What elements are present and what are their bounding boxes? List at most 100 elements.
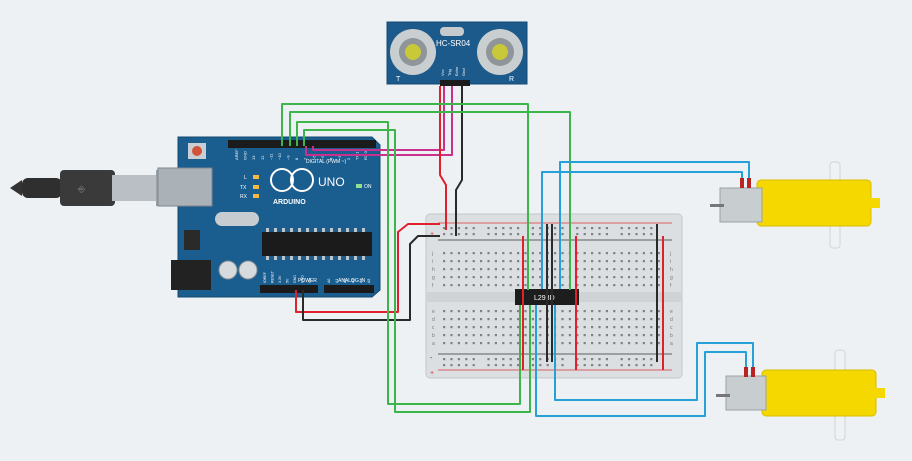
breadboard-hole <box>568 310 571 313</box>
breadboard-hole <box>561 326 564 329</box>
power-header-label: POWER <box>298 278 317 284</box>
reset-button[interactable] <box>192 146 202 156</box>
breadboard-hole <box>480 260 483 263</box>
breadboard-hole <box>487 342 490 345</box>
breadboard-hole <box>635 342 638 345</box>
breadboard-hole <box>635 227 638 230</box>
breadboard-hole <box>517 227 520 230</box>
breadboard-hole <box>650 334 653 337</box>
power-pin-label: RESET <box>271 270 275 283</box>
breadboard-hole <box>524 252 527 255</box>
breadboard-hole <box>657 310 660 313</box>
breadboard-row-letter: c <box>432 325 435 331</box>
breadboard-hole <box>472 284 475 287</box>
breadboard-hole <box>465 342 468 345</box>
breadboard-hole <box>539 342 542 345</box>
breadboard-hole <box>591 252 594 255</box>
breadboard-hole <box>465 268 468 271</box>
analog-pin-label: A3 <box>351 279 355 283</box>
breadboard-hole <box>539 276 542 279</box>
breadboard-hole <box>443 227 446 230</box>
breadboard-hole <box>457 342 460 345</box>
breadboard-hole <box>657 326 660 329</box>
digital-header-label: DIGITAL (PWM ~) <box>306 159 346 165</box>
wire-ctrl-4[interactable] <box>303 129 531 413</box>
breadboard-hole <box>635 310 638 313</box>
wire-ctrl-1[interactable] <box>281 103 529 290</box>
breadboard-hole <box>465 310 468 313</box>
wire-ctrl-2[interactable] <box>289 111 571 290</box>
breadboard-hole <box>642 326 645 329</box>
breadboard-hole <box>502 310 505 313</box>
breadboard-hole <box>620 284 623 287</box>
breadboard-hole <box>450 284 453 287</box>
breadboard-hole <box>628 364 631 367</box>
breadboard-hole <box>568 342 571 345</box>
breadboard-row-letter: e <box>432 309 435 315</box>
breadboard-hole <box>598 326 601 329</box>
breadboard-hole <box>531 358 534 361</box>
breadboard-hole <box>605 318 608 321</box>
breadboard-hole <box>598 268 601 271</box>
breadboard-hole <box>509 358 512 361</box>
wire-sensor-gnd[interactable] <box>455 86 463 236</box>
breadboard-hole <box>576 318 579 321</box>
wire-sensor-vcc[interactable] <box>439 86 447 230</box>
digital-pin-label: ~10 <box>277 152 282 160</box>
breadboard-hole <box>502 318 505 321</box>
breadboard-hole <box>450 268 453 271</box>
breadboard-hole <box>620 364 623 367</box>
breadboard-hole <box>472 252 475 255</box>
breadboard-hole <box>517 268 520 271</box>
breadboard-hole <box>576 310 579 313</box>
breadboard-hole <box>576 358 579 361</box>
breadboard-hole <box>509 227 512 230</box>
breadboard-hole <box>502 252 505 255</box>
breadboard-hole <box>517 358 520 361</box>
breadboard-hole <box>509 268 512 271</box>
wire-motor-a2[interactable] <box>559 161 750 289</box>
breadboard-hole <box>613 310 616 313</box>
power-pin-label: 3.3V <box>278 275 282 283</box>
breadboard-hole <box>561 260 564 263</box>
wire-motor-b2[interactable] <box>554 305 754 401</box>
dc-motor-bottom[interactable] <box>716 349 885 441</box>
wire-motor-b1[interactable] <box>535 305 747 417</box>
breadboard-hole <box>531 342 534 345</box>
breadboard-hole <box>591 276 594 279</box>
breadboard-hole <box>554 260 557 263</box>
breadboard-hole <box>628 227 631 230</box>
wire-echo[interactable] <box>305 86 453 156</box>
breadboard-hole <box>502 364 505 367</box>
breadboard-hole <box>620 233 623 236</box>
breadboard-hole <box>628 326 631 329</box>
wire-motor-a1[interactable] <box>541 171 743 289</box>
wire-trig[interactable] <box>312 86 445 151</box>
breadboard-hole <box>502 276 505 279</box>
arduino-brand: ARDUINO <box>273 199 306 206</box>
arduino-uno-board[interactable]: ARDUINO UNO L TX RX ON DIGITAL (PWM ~) P… <box>157 136 381 298</box>
dc-motor-top[interactable] <box>710 161 880 249</box>
breadboard-hole <box>450 364 453 367</box>
breadboard-hole <box>650 252 653 255</box>
breadboard-hole <box>561 364 564 367</box>
wire-ctrl-3[interactable] <box>296 121 521 405</box>
breadboard-hole <box>517 252 520 255</box>
breadboard-hole <box>443 358 446 361</box>
breadboard-hole <box>591 364 594 367</box>
breadboard-hole <box>487 252 490 255</box>
led-label-rx: RX <box>240 194 248 200</box>
breadboard-hole <box>605 276 608 279</box>
wire-5v[interactable] <box>295 223 440 313</box>
wire-gnd[interactable] <box>302 235 440 321</box>
breadboard-hole <box>598 260 601 263</box>
breadboard-hole <box>465 227 468 230</box>
breadboard-hole <box>561 334 564 337</box>
sensor-pin-label: Echo <box>454 66 459 76</box>
breadboard-hole <box>472 326 475 329</box>
breadboard-hole <box>487 358 490 361</box>
breadboard-hole <box>509 260 512 263</box>
